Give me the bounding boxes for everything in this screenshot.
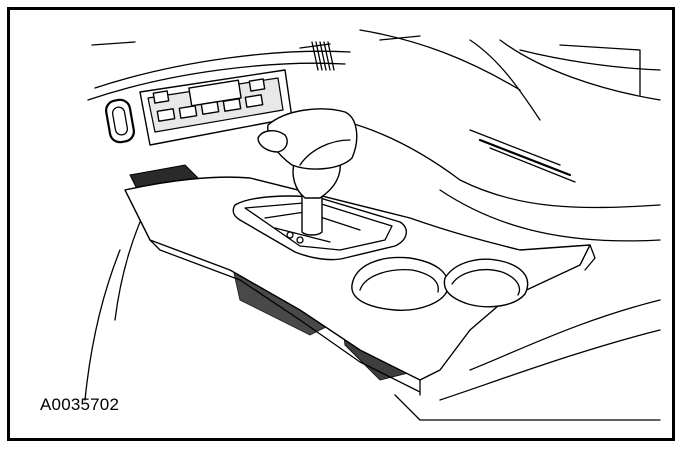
seat-edge bbox=[394, 299, 661, 421]
dash-vent bbox=[311, 41, 335, 71]
climate-control-panel bbox=[139, 69, 293, 146]
hazard-switch bbox=[105, 98, 135, 144]
door-panel bbox=[469, 39, 661, 183]
climate-buttons bbox=[152, 78, 266, 122]
figure-id-label: A0035702 bbox=[40, 395, 120, 414]
gear-shift-lever bbox=[257, 108, 358, 236]
cup-holders bbox=[351, 256, 529, 311]
